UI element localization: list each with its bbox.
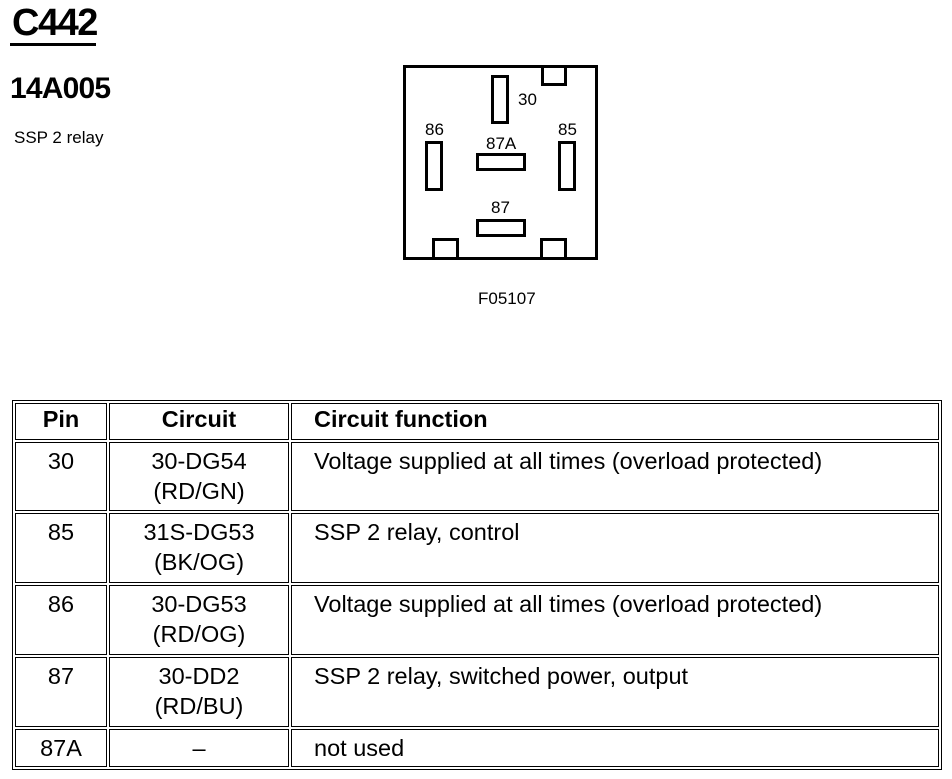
header-function: Circuit function [291, 403, 939, 440]
connector-id: C442 [12, 2, 98, 44]
cell-function: Voltage supplied at all times (overload … [291, 585, 939, 655]
cell-circuit: 30-DD2 (RD/BU) [109, 657, 289, 727]
pin-label-87a: 87A [486, 134, 517, 153]
circuit-number: 30-DG54 [151, 448, 247, 474]
header-circuit: Circuit [109, 403, 289, 440]
pin-30-terminal [491, 75, 509, 124]
circuit-number: – [192, 735, 206, 761]
table-row: 85 31S-DG53 (BK/OG) SSP 2 relay, control [15, 513, 939, 583]
circuit-number: 30-DD2 [158, 663, 240, 689]
cell-pin: 85 [15, 513, 107, 583]
pin-87a-terminal [476, 153, 526, 171]
connector-face-diagram: 30 86 87A 85 87 [403, 65, 598, 260]
table-row: 86 30-DG53 (RD/OG) Voltage supplied at a… [15, 585, 939, 655]
cell-circuit: 31S-DG53 (BK/OG) [109, 513, 289, 583]
wire-color: (RD/OG) [152, 621, 246, 647]
circuit-number: 30-DG53 [151, 591, 247, 617]
pin-label-30: 30 [518, 90, 537, 109]
title-underline [10, 43, 96, 46]
cell-circuit: 30-DG53 (RD/OG) [109, 585, 289, 655]
pin-label-86: 86 [425, 120, 444, 139]
cell-function: not used [291, 729, 939, 767]
cell-circuit: 30-DG54 (RD/GN) [109, 442, 289, 511]
wire-color: (BK/OG) [153, 549, 245, 575]
cell-pin: 30 [15, 442, 107, 511]
table-row: 87A – not used [15, 729, 939, 767]
table-row: 87 30-DD2 (RD/BU) SSP 2 relay, switched … [15, 657, 939, 727]
cell-pin: 87A [15, 729, 107, 767]
circuit-number: 31S-DG53 [143, 519, 255, 545]
cell-function: Voltage supplied at all times (overload … [291, 442, 939, 511]
figure-id: F05107 [478, 289, 536, 308]
table-row: 30 30-DG54 (RD/GN) Voltage supplied at a… [15, 442, 939, 511]
cell-pin: 87 [15, 657, 107, 727]
pin-table: Pin Circuit Circuit function 30 30-DG54 … [12, 400, 942, 770]
pin-label-87: 87 [491, 198, 510, 217]
part-number: 14A005 [10, 72, 111, 105]
pin-label-85: 85 [558, 120, 577, 139]
pin-86-terminal [425, 141, 443, 191]
wire-color: (RD/BU) [154, 693, 244, 719]
connector-description: SSP 2 relay [14, 128, 104, 147]
locking-notch-bottom-right [540, 238, 567, 260]
cell-pin: 86 [15, 585, 107, 655]
locking-notch-bottom-left [432, 238, 459, 260]
pin-87-terminal [476, 219, 526, 237]
locking-notch-top [541, 65, 567, 86]
header-pin: Pin [15, 403, 107, 440]
cell-function: SSP 2 relay, control [291, 513, 939, 583]
cell-circuit: – [109, 729, 289, 767]
cell-function: SSP 2 relay, switched power, output [291, 657, 939, 727]
wire-color: (RD/GN) [153, 478, 245, 504]
pin-85-terminal [558, 141, 576, 191]
table-header-row: Pin Circuit Circuit function [15, 403, 939, 440]
